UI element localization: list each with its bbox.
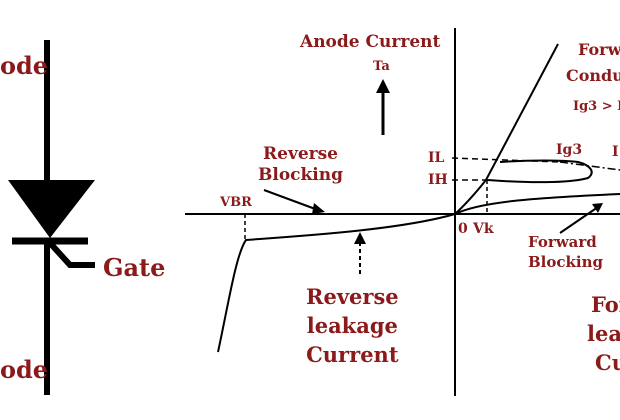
- reverse-leakage-line-1: Reverse: [306, 284, 399, 309]
- reverse-leakage-line-2: leakage: [306, 313, 398, 338]
- reverse-blocking-arrow-icon: [263, 189, 325, 214]
- il-guide: [451, 157, 561, 163]
- ig-next-dashdot: [559, 161, 620, 171]
- y-axis-title: Anode Current: [300, 32, 441, 52]
- ih-label: IH: [428, 172, 448, 188]
- forward-leakage-label: For lea Cu: [585, 290, 620, 377]
- forward-blocking-label: Forward Blocking: [528, 232, 603, 272]
- scr-symbol: [8, 40, 95, 395]
- reverse-blocking-line-2: Blocking: [258, 165, 343, 185]
- forward-leakage-line-3: Cu: [595, 350, 620, 375]
- forward-blocking-curve: [454, 193, 620, 215]
- gate-label: Gate: [103, 253, 166, 282]
- symbol-gate-lead: [47, 240, 95, 268]
- reverse-curve: [217, 213, 456, 353]
- up-arrow-icon: [376, 79, 390, 135]
- forward-blocking-line-2: Blocking: [528, 253, 603, 271]
- reverse-blocking-label: Reverse Blocking: [258, 144, 343, 186]
- ig3-curve: [487, 159, 593, 184]
- forward-blocking-arrow-icon: [559, 203, 603, 234]
- anode-label: ode: [0, 51, 49, 80]
- y-axis-symbol: Ta: [373, 59, 390, 74]
- ig-next-label: I: [612, 144, 619, 160]
- reverse-blocking-line-1: Reverse: [263, 144, 338, 164]
- il-label: IL: [428, 150, 445, 166]
- forward-blocking-line-1: Forward: [528, 233, 597, 251]
- reverse-leakage-line-3: Current: [306, 342, 399, 367]
- forward-conduction-line-2: Condu: [566, 66, 620, 85]
- forward-conduction-curve: [454, 43, 559, 215]
- vbr-label: VBR: [220, 195, 252, 210]
- forward-conduction-line-3: Ig3 > I: [573, 99, 620, 114]
- vk-label: Vk: [473, 221, 494, 237]
- reverse-leakage-arrow-icon: [354, 232, 366, 274]
- cathode-label: ode: [0, 355, 49, 384]
- forward-leakage-line-1: For: [591, 292, 620, 317]
- forward-leakage-line-2: lea: [587, 321, 620, 346]
- forward-conduction-line-1: Forw: [578, 40, 620, 59]
- ig3-label: Ig3: [556, 142, 583, 158]
- origin-label: 0: [458, 221, 468, 237]
- symbol-diode-triangle: [8, 180, 95, 238]
- reverse-leakage-label: Reverse leakage Current: [306, 282, 399, 369]
